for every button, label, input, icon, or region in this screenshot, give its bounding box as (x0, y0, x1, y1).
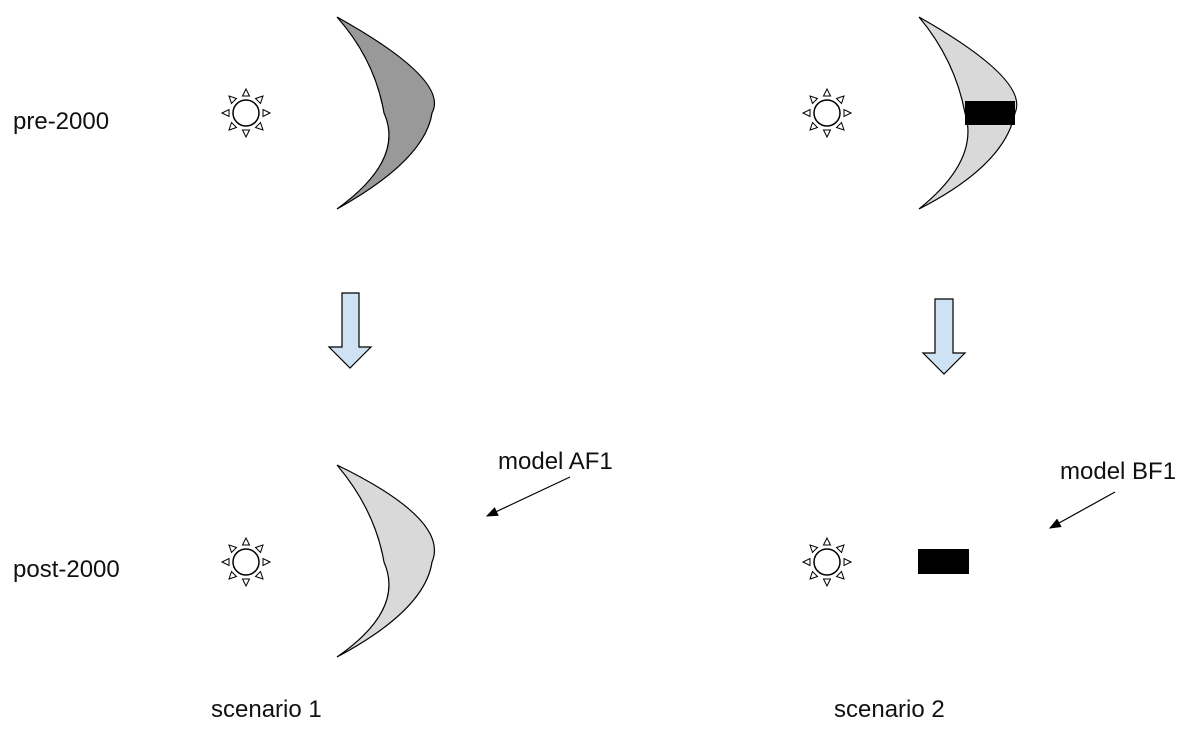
sun-icon (802, 88, 852, 138)
pointer-arrow-af1 (485, 476, 571, 517)
caption-scenario-2: scenario 2 (834, 696, 945, 723)
caption-scenario-1: scenario 1 (211, 696, 322, 723)
sun-icon (221, 88, 271, 138)
sun-icon (221, 537, 271, 587)
model-label-af1: model AF1 (498, 448, 613, 475)
crescent-post-scenario-1 (336, 464, 436, 658)
black-band-pre-scenario-2 (965, 101, 1015, 125)
sun-icon (802, 537, 852, 587)
down-arrow-icon (327, 292, 373, 369)
black-bar-post-scenario-2 (918, 549, 969, 574)
pointer-arrow-bf1 (1048, 491, 1116, 529)
crescent-pre-scenario-1 (336, 16, 436, 210)
row-label-post-2000: post-2000 (13, 556, 120, 583)
down-arrow-icon (921, 298, 967, 375)
model-label-bf1: model BF1 (1060, 458, 1177, 485)
row-label-pre-2000: pre-2000 (13, 108, 110, 135)
